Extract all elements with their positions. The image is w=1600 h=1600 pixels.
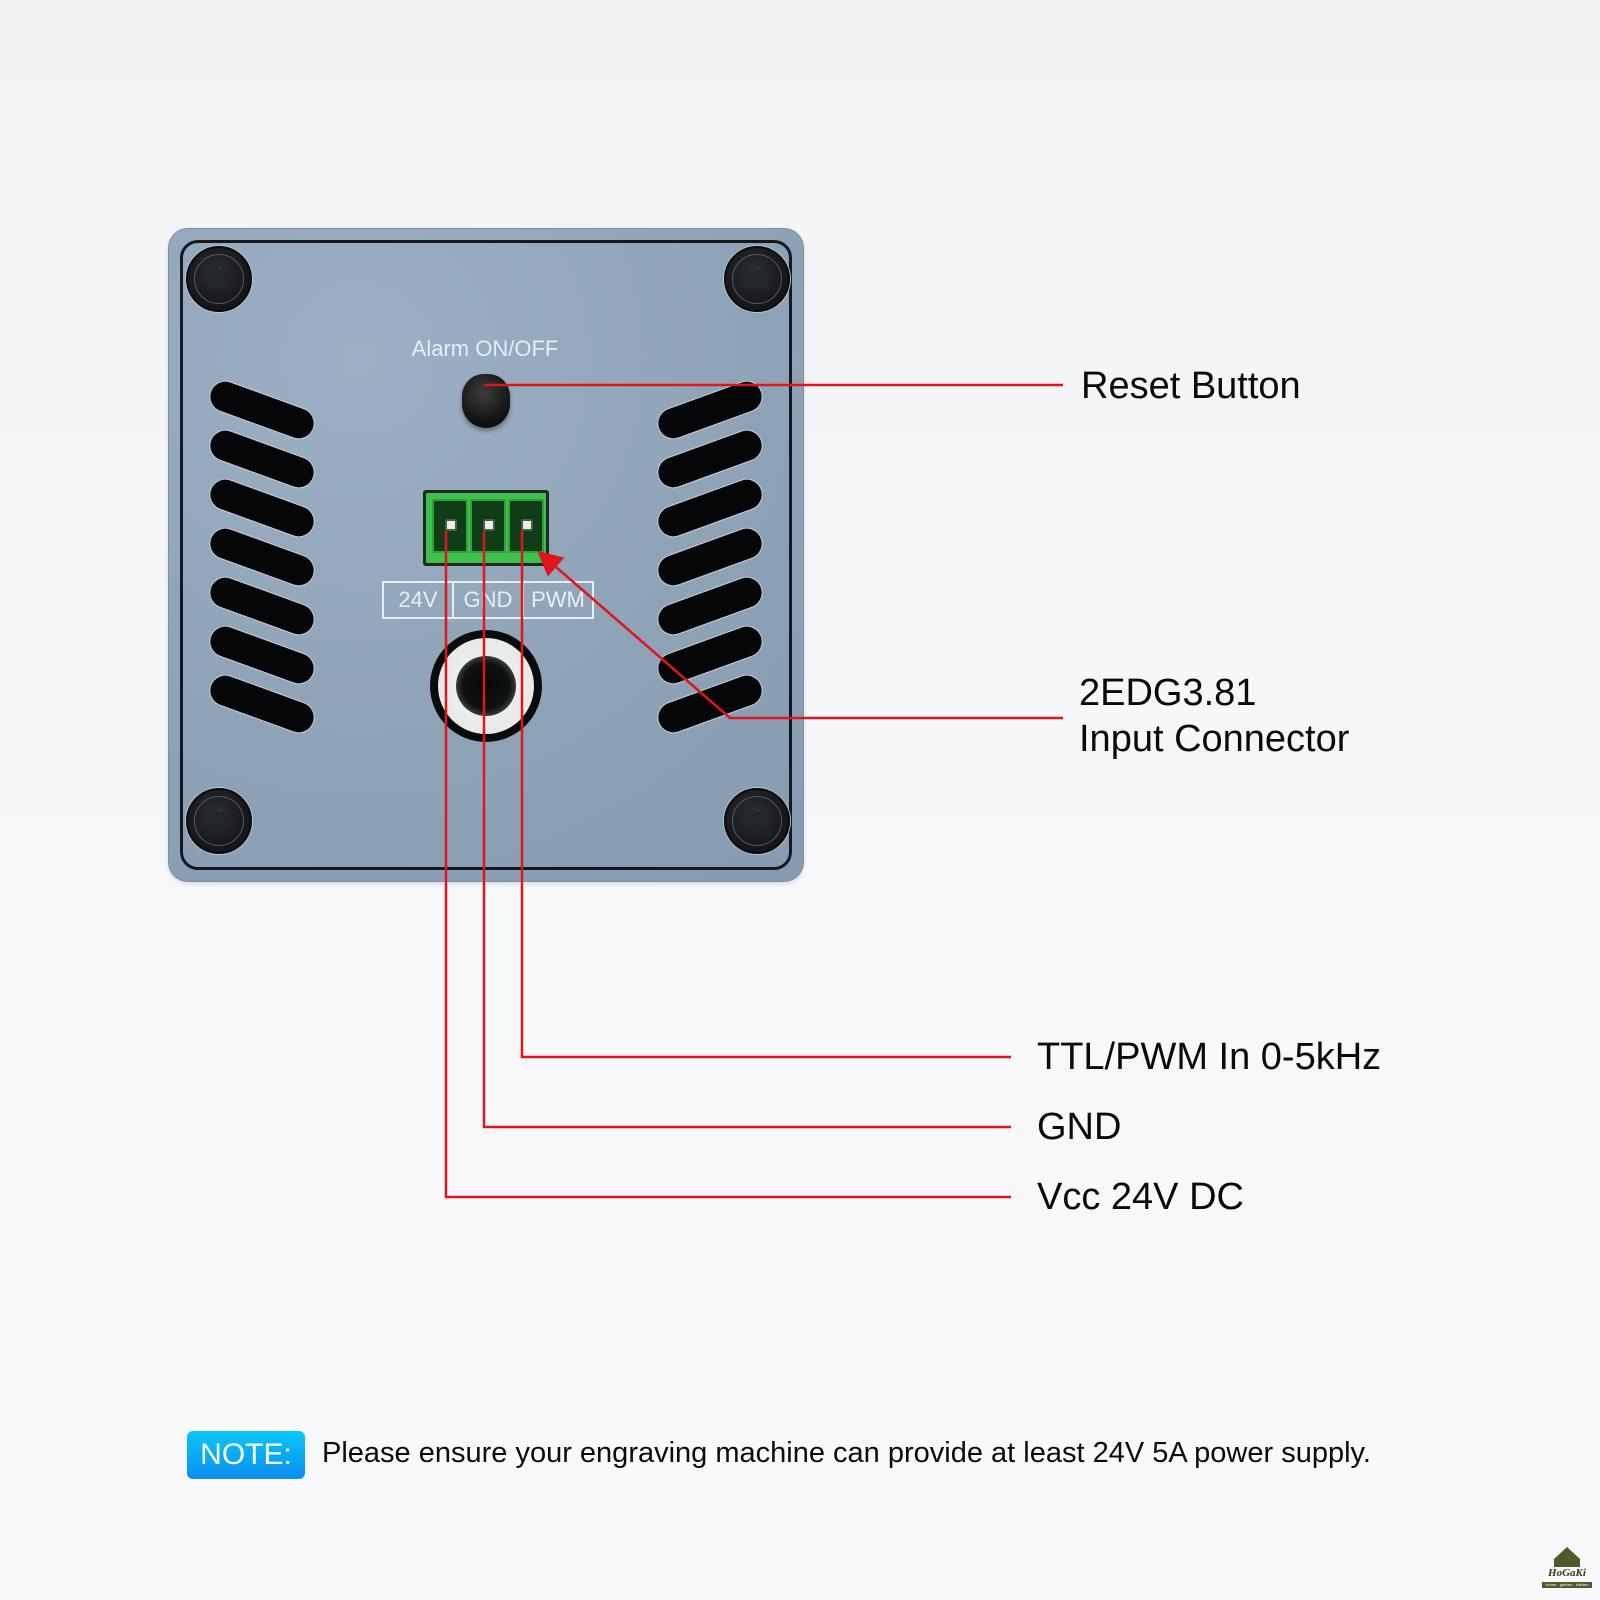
pin-label-gnd: GND <box>452 583 522 617</box>
pin-label-pwm: PWM <box>522 583 592 617</box>
brand-logo: HoGaKi Home - garden - kitchen <box>1540 1545 1594 1593</box>
callout-vcc: Vcc 24V DC <box>1037 1176 1244 1218</box>
connector-terminal-gnd <box>470 499 506 553</box>
leader-gnd <box>482 531 1011 1129</box>
pin-icon <box>445 519 457 531</box>
callout-connector-name: Input Connector <box>1079 718 1350 760</box>
pin-icon <box>483 519 495 531</box>
callout-gnd: GND <box>1037 1106 1122 1148</box>
pin-icon <box>521 519 533 531</box>
screw-icon <box>186 788 252 854</box>
input-connector[interactable] <box>423 490 549 566</box>
reset-button[interactable] <box>462 374 510 428</box>
brand-name: HoGaKi <box>1548 1567 1586 1579</box>
jack-hole <box>456 656 516 716</box>
connector-terminal-pwm <box>508 499 544 553</box>
callout-pwm: TTL/PWM In 0-5kHz <box>1037 1036 1382 1078</box>
leader-input-connector <box>537 550 1063 720</box>
screw-icon <box>186 246 252 312</box>
leader-vcc <box>444 531 1011 1199</box>
note-text: Please ensure your engraving machine can… <box>322 1437 1371 1469</box>
brand-tagline: Home - garden - kitchen <box>1542 1582 1592 1588</box>
alarm-label: Alarm ON/OFF <box>411 336 559 361</box>
screw-icon <box>724 788 790 854</box>
leader-pwm <box>520 531 1011 1059</box>
callout-connector-model: 2EDG3.81 <box>1079 672 1257 714</box>
house-leaf-icon <box>1554 1547 1580 1567</box>
panel-inner-border <box>180 240 792 870</box>
pin-label-24v: 24V <box>398 587 438 612</box>
connector-terminal-24v <box>432 499 468 553</box>
callout-reset-button: Reset Button <box>1081 365 1301 407</box>
screw-icon <box>724 246 790 312</box>
note-badge: NOTE: <box>187 1431 305 1479</box>
fiber-output-jack <box>430 630 542 742</box>
